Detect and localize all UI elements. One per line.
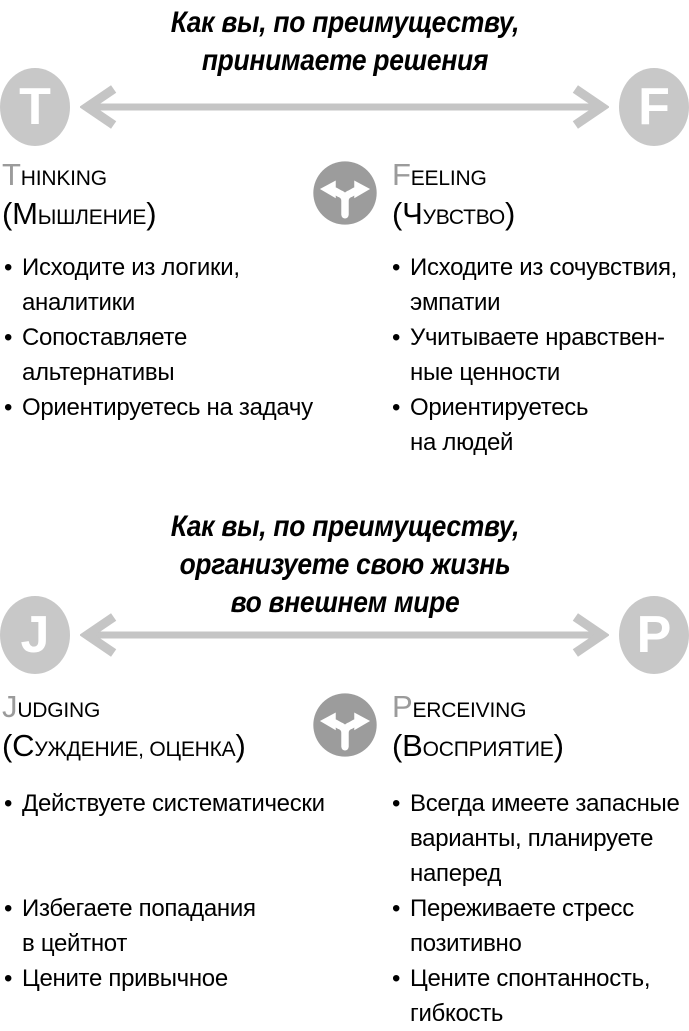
double-arrow [80, 596, 609, 674]
judging-ru-small: УЖДЕНИЕ, ОЦЕНКА [34, 738, 236, 761]
list-item: • Ориентируетесь на людей [344, 390, 689, 460]
feeling-ru-small: УВСТВО [422, 206, 506, 229]
t-f-labels-row: THINKING (МЫШЛЕНИЕ) FEELING (ЧУВСТВО) [0, 158, 689, 242]
bullet-icon: • [4, 965, 13, 992]
thinking-ru-open: (М [2, 196, 38, 231]
list-item: • Ориентируетесь на задачу [0, 390, 344, 460]
list-item-text: Исходите из логики, аналитики [22, 254, 240, 316]
pole-letter-j: J [20, 606, 50, 664]
list-item-text: Учитываете нравствен- ные ценности [410, 324, 665, 386]
bullet-icon: • [392, 965, 401, 992]
judging-heading: JUDGING (СУЖДЕНИЕ, ОЦЕНКА) [0, 690, 344, 778]
judging-ru-open: (С [2, 728, 35, 763]
bullet-icon: • [392, 324, 401, 351]
feeling-heading: FEELING (ЧУВСТВО) [344, 158, 689, 242]
pole-letter-p: P [636, 606, 672, 664]
list-item-text: Действуете систематически [22, 790, 325, 817]
bullet-icon: • [392, 790, 401, 817]
thinking-rest: HINKING [20, 167, 107, 190]
list-item: • Всегда имеете запасные варианты, плани… [344, 786, 689, 891]
list-item-text: Сопоставляете альтернативы [22, 324, 188, 386]
list-item-text: Ориентируетесь на людей [410, 394, 589, 456]
judging-ru-close: ) [235, 728, 246, 763]
list-item-text: Ориентируетесь на задачу [22, 394, 313, 421]
bullet-icon: • [392, 254, 401, 281]
thinking-initial: T [2, 157, 21, 192]
decision-dichotomy-section: Как вы, по преимуществу, принимаете реше… [0, 0, 689, 460]
feeling-ru-close: ) [504, 196, 516, 231]
j-p-axis: J P [0, 596, 689, 674]
list-item-text: Переживаете стресс позитивно [410, 895, 634, 957]
list-item-text: Всегда имеете запасные варианты, планиру… [410, 790, 680, 887]
perceiving-ru-open: (В [392, 728, 423, 763]
fork-arrows-icon [312, 161, 377, 225]
feeling-rest: EELING [410, 167, 487, 190]
double-arrow-icon [80, 613, 609, 657]
section-title-text: Как вы, по преимуществу, организуете сво… [170, 510, 519, 619]
list-item: • Цените спонтанность, гибкость [344, 961, 689, 1031]
bullet-icon: • [4, 254, 13, 281]
list-item: • Исходите из сочувствия, эмпатии [344, 250, 689, 320]
thinking-ru-close: ) [146, 196, 157, 231]
judging-rest: UDGING [17, 699, 101, 722]
perceiving-initial: P [392, 689, 413, 724]
lifestyle-dichotomy-section: Как вы, по преимуществу, организуете сво… [0, 504, 689, 1031]
section-title-text: Как вы, по преимуществу, принимаете реше… [170, 6, 519, 77]
perceiving-ru-small: ОСПРИЯТИЕ [422, 738, 554, 761]
section-title: Как вы, по преимуществу, организуете сво… [0, 504, 689, 622]
list-item: • Цените привычное [0, 961, 344, 1031]
pole-circle-t: T [0, 68, 70, 146]
pole-letter-t: T [19, 78, 51, 136]
bullet-icon: • [4, 394, 13, 421]
judging-initial: J [2, 689, 18, 724]
list-item: • Избегаете попадания в цейтнот [0, 891, 344, 961]
pole-circle-p: P [619, 596, 689, 674]
list-item: • Действуете систематически [0, 786, 344, 891]
perceiving-ru-close: ) [553, 728, 564, 763]
list-item: • Сопоставляете альтернативы [0, 320, 344, 390]
bullet-icon: • [4, 324, 13, 351]
bullet-icon: • [4, 790, 13, 817]
list-item-text: Цените спонтанность, гибкость [410, 965, 651, 1027]
list-item-text: Цените привычное [22, 965, 228, 992]
bullet-icon: • [4, 895, 13, 922]
t-f-bullet-grid: • Исходите из логики, аналитики • Исходи… [0, 250, 689, 460]
perceiving-rest: ERCEIVING [412, 699, 527, 722]
feeling-initial: F [392, 157, 411, 192]
bullet-icon: • [392, 895, 401, 922]
pole-letter-f: F [638, 78, 670, 136]
perceiving-heading: PERCEIVING (ВОСПРИЯТИЕ) [344, 690, 689, 778]
list-item-text: Исходите из сочувствия, эмпатии [410, 254, 678, 316]
fork-arrows-icon [312, 693, 377, 757]
list-item: • Учитываете нравствен- ные ценности [344, 320, 689, 390]
j-p-bullet-grid: • Действуете систематически • Всегда име… [0, 786, 689, 1031]
section-title: Как вы, по преимуществу, принимаете реше… [0, 0, 689, 80]
pole-circle-f: F [619, 68, 689, 146]
list-item: • Переживаете стресс позитивно [344, 891, 689, 961]
list-item: • Исходите из логики, аналитики [0, 250, 344, 320]
double-arrow-icon [80, 85, 609, 129]
thinking-ru-small: ЫШЛЕНИЕ [37, 206, 147, 229]
j-p-labels-row: JUDGING (СУЖДЕНИЕ, ОЦЕНКА) PERCEIVING (В… [0, 690, 689, 778]
list-item-text: Избегаете попадания в цейтнот [22, 895, 256, 957]
double-arrow [80, 68, 609, 146]
feeling-ru-open: (Ч [392, 196, 423, 231]
thinking-heading: THINKING (МЫШЛЕНИЕ) [0, 158, 344, 242]
t-f-axis: T F [0, 68, 689, 146]
bullet-icon: • [392, 394, 401, 421]
pole-circle-j: J [0, 596, 70, 674]
